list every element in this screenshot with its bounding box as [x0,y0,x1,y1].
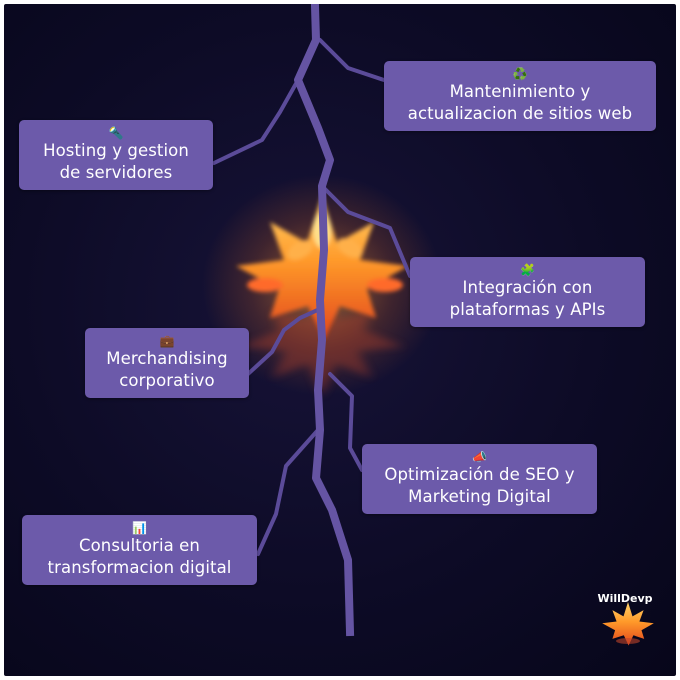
service-box-consultoria: 📊 Consultoria en transformacion digital [22,515,257,585]
branch-mantenimiento [318,38,386,82]
service-label-line: Merchandising [106,348,228,368]
service-label-line: actualizacion de sitios web [407,103,633,123]
service-label-line: Integración con [462,277,593,297]
megaphone-icon: 📣 [472,449,487,464]
puzzle-piece-icon: 🧩 [520,262,535,277]
branch-hosting [212,78,300,165]
branch-seo [328,372,364,472]
service-label-line: de servidores [59,162,173,182]
bar-chart-icon: 📊 [132,520,147,535]
flashlight-icon: 🔦 [108,125,124,140]
branch-lines [212,38,412,556]
brand-name: WillDevp [597,592,653,605]
branch-merchandising [246,306,324,376]
service-label-line: Hosting y gestion [43,140,189,160]
service-box-merchandising: 💼 Merchandising corporativo [85,328,249,398]
service-label-line: corporativo [119,370,215,390]
service-box-seo: 📣 Optimización de SEO y Marketing Digita… [362,444,597,514]
service-box-mantenimiento: ♻️ Mantenimiento y actualizacion de siti… [384,61,656,131]
recycle-icon: ♻️ [512,66,528,81]
branch-consultoria [256,428,320,556]
service-label-line: Optimización de SEO y [384,464,575,484]
service-box-integracion: 🧩 Integración con plataformas y APIs [410,257,645,327]
service-label-line: plataformas y APIs [449,299,606,319]
branch-integracion [320,184,412,278]
diagram-canvas: ♻️ Mantenimiento y actualizacion de siti… [4,4,676,676]
service-label-line: Marketing Digital [408,486,551,506]
diagram-graphics [202,4,654,646]
service-label-line: Consultoria en [78,535,200,555]
service-label-line: Mantenimiento y [449,81,591,101]
service-label-line: transformacion digital [47,557,232,577]
service-box-hosting: 🔦 Hosting y gestion de servidores [19,120,213,190]
maple-leaf-logo [602,602,654,646]
trunk-line [294,4,355,637]
briefcase-icon: 💼 [159,333,175,348]
